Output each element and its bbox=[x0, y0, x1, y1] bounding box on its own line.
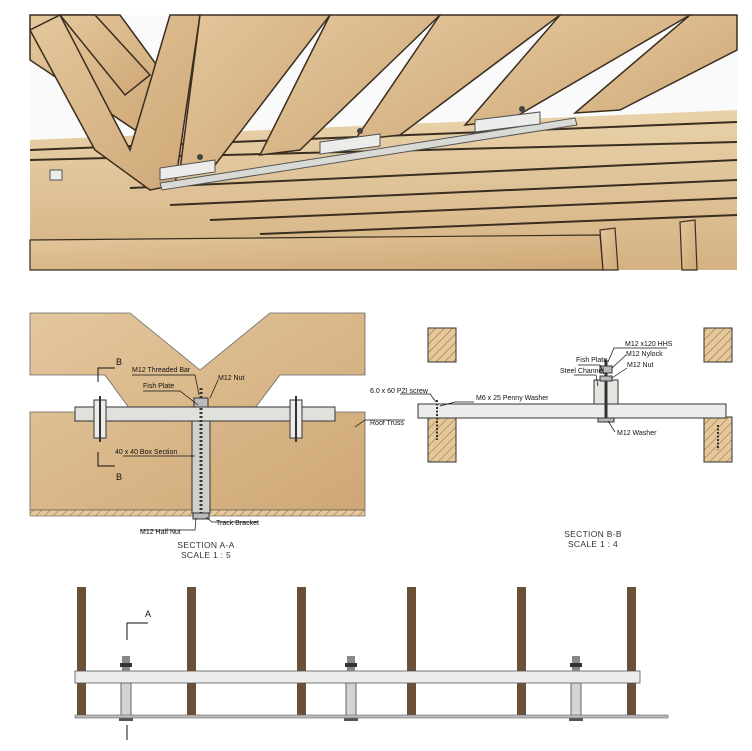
section-aa-title: SECTION A-A bbox=[177, 540, 234, 550]
section-bb-title: SECTION B-B bbox=[564, 529, 622, 539]
half-nut-shape bbox=[192, 512, 210, 520]
label-roof-truss: Roof Truss bbox=[370, 420, 404, 427]
section-aa-scale: SCALE 1 : 5 bbox=[181, 550, 231, 560]
cut-marker-b-top: B bbox=[116, 357, 122, 367]
bb-washer-shape bbox=[597, 417, 615, 423]
elevation-posts bbox=[77, 587, 636, 715]
label-steel-channel: Steel Channel bbox=[560, 368, 604, 375]
steel-track bbox=[159, 117, 578, 191]
label-box-section: 40 x 40 Box Section bbox=[115, 449, 177, 456]
joist-section-left bbox=[427, 416, 457, 463]
hanger-nuts bbox=[197, 106, 525, 160]
label-m12-washer: M12 Washer bbox=[617, 430, 657, 437]
section-bb-scale: SCALE 1 : 4 bbox=[568, 539, 618, 549]
bb-leaders bbox=[400, 347, 667, 433]
label-m12-hhs: M12 x120 HHS bbox=[625, 341, 673, 348]
rafter-section-left bbox=[427, 327, 457, 363]
section-bb: M12 x120 HHS M12 Nylock Fish Plate M12 N… bbox=[370, 327, 733, 549]
front-joists bbox=[29, 219, 698, 271]
label-fish-plate: Fish Plate bbox=[143, 383, 174, 390]
bb-nylock-shape bbox=[599, 365, 613, 374]
label-threaded-bar: M12 Threaded Bar bbox=[132, 367, 191, 374]
track-bracket-web bbox=[191, 420, 211, 514]
right-rafters bbox=[179, 14, 738, 171]
elevation-view: A bbox=[74, 587, 669, 740]
elevation-ceiling-line bbox=[74, 714, 669, 719]
cut-marker-b-bottom: B bbox=[116, 472, 122, 482]
track-brackets bbox=[49, 111, 541, 181]
label-penny-washer: M6 x 25 Penny Washer bbox=[476, 395, 549, 402]
aa-leaders bbox=[123, 374, 405, 531]
bb-track bbox=[417, 403, 727, 419]
label-pzi-screw: 6.0 x 60 PZI screw bbox=[370, 388, 429, 395]
elevation-track bbox=[74, 670, 641, 684]
cut-line-b bbox=[97, 367, 115, 467]
label-bb-m12-nut: M12 Nut bbox=[627, 362, 654, 369]
side-fixings bbox=[93, 396, 303, 442]
label-m12-nut: M12 Nut bbox=[218, 375, 245, 382]
rafter-section-right bbox=[703, 327, 733, 363]
section-aa: B B M12 Threaded Bar M12 Nut Fish Plate … bbox=[29, 312, 405, 560]
m12-nut-shape bbox=[193, 397, 209, 408]
label-half-nut: M12 Half Nut bbox=[140, 529, 181, 536]
label-m12-nylock: M12 Nylock bbox=[626, 351, 663, 358]
cut-marker-a: A bbox=[145, 609, 151, 619]
cut-line-a bbox=[126, 622, 148, 640]
label-track-bracket: Track Bracket bbox=[216, 520, 259, 527]
label-bb-fish-plate: Fish Plate bbox=[576, 357, 607, 364]
roof-3d-view bbox=[28, 13, 738, 271]
bb-nut-shape bbox=[599, 375, 613, 382]
